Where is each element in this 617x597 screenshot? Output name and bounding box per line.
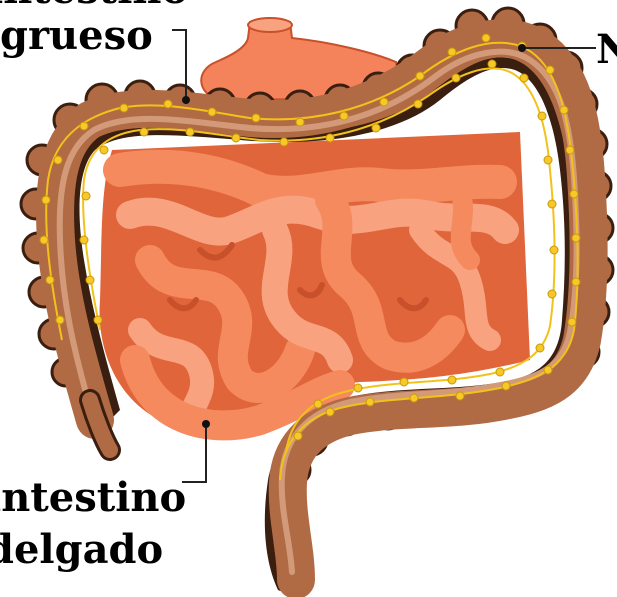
- small-intestine-label-line2: delgado: [0, 530, 163, 570]
- nerve-label: N: [596, 30, 617, 70]
- large-intestine-label-line2: grueso: [0, 16, 153, 56]
- large-intestine-label-line1: intestino: [0, 0, 188, 10]
- small-intestine-label-line1: intestino: [0, 478, 186, 518]
